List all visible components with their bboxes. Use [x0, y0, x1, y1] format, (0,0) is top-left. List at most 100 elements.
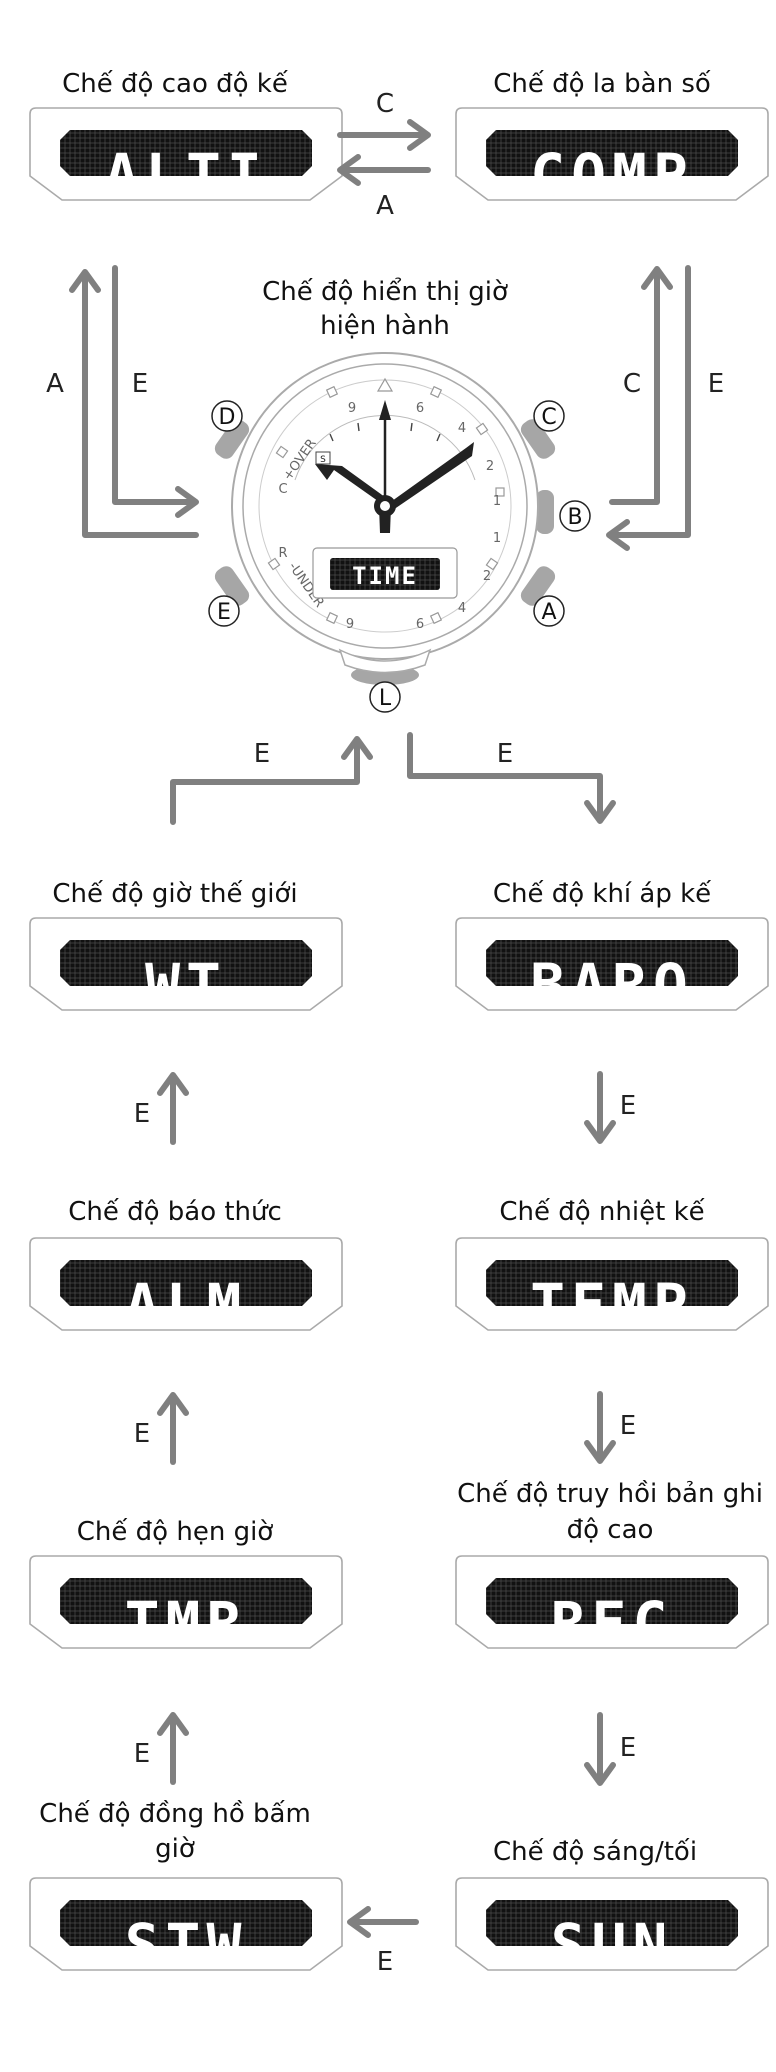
mode-temp-title: Chế độ nhiệt kế [499, 1197, 704, 1227]
mode-stw: Chế độ đồng hồ bấm giờ STW [29, 1799, 343, 1979]
label-comp-to-alti: A [376, 191, 394, 221]
arrow-alti-to-time [112, 265, 199, 518]
button-callout-d: D [211, 400, 243, 432]
arrow-sun-to-stw [347, 1906, 419, 1938]
label-wt-to-time: E [254, 739, 270, 769]
mode-alm-lcd: ALM [125, 1271, 248, 1339]
watch-lcd-text: TIME [352, 562, 418, 590]
mode-baro-title: Chế độ khí áp kế [493, 879, 711, 909]
dial-label-top-left: 9 [348, 401, 356, 416]
arrow-alm-to-wt [157, 1072, 189, 1145]
dial-indicator-label: S [320, 455, 326, 465]
label-comp-to-time: E [708, 369, 724, 399]
svg-text:E: E [217, 600, 231, 625]
arrow-comp-to-time [606, 265, 691, 551]
arrow-time-to-comp [609, 266, 673, 505]
dial-label-right-bottom: 1 [493, 531, 501, 546]
arrow-time-to-alti [69, 269, 199, 538]
mode-tmr-lcd: TMR [125, 1589, 248, 1657]
arrow-comp-to-alti [337, 154, 431, 186]
mode-rec-title-line2: độ cao [567, 1515, 654, 1545]
dial-label-bottom-left: 9 [346, 617, 354, 632]
button-callout-c: C [533, 400, 565, 432]
mode-temp-lcd: TEMP [530, 1271, 694, 1339]
mode-temp: Chế độ nhiệt kế TEMP [455, 1197, 769, 1339]
arrow-time-to-baro [407, 732, 616, 824]
dial-label-right-low: 2 [483, 569, 491, 584]
dial-label-c: C [278, 482, 287, 497]
svg-text:L: L [379, 686, 392, 711]
mode-wt-title: Chế độ giờ thế giới [52, 879, 297, 909]
watch-button-d [214, 419, 250, 459]
label-alti-to-comp: C [376, 89, 394, 119]
label-temp-to-rec: E [620, 1411, 636, 1441]
mode-alti-lcd: ALTI [104, 141, 268, 209]
button-callout-a: A [533, 595, 565, 627]
label-stw-to-tmr: E [134, 1739, 150, 1769]
svg-text:A: A [541, 600, 556, 625]
dial-label-top-right: 4 [458, 421, 466, 436]
watch-illustration: 9 6 4 2 1 1 2 4 6 9 C R +OVER -UNDER TIM… [214, 352, 556, 685]
arrow-wt-to-time [170, 736, 373, 825]
button-callout-b: B [559, 500, 591, 532]
transition-labels: C A A E C E E E E E E E E E E [46, 89, 724, 1977]
mode-rec-lcd: REC [551, 1589, 674, 1657]
mode-time-title-line2: hiện hành [320, 311, 450, 341]
mode-wt: Chế độ giờ thế giới WT [29, 879, 343, 1019]
arrow-tmr-to-alm [157, 1392, 189, 1465]
svg-text:B: B [567, 505, 582, 530]
dial-label-top-center: 6 [416, 401, 424, 416]
label-alti-to-time: E [132, 369, 148, 399]
mode-rec: Chế độ truy hồi bản ghi độ cao REC [455, 1479, 769, 1657]
mode-alti-title: Chế độ cao độ kế [62, 69, 288, 99]
mode-comp: Chế độ la bàn số COMP [455, 69, 769, 209]
mode-alm: Chế độ báo thức ALM [29, 1197, 343, 1339]
dial-label-r: R [278, 546, 287, 561]
svg-text:D: D [219, 405, 236, 430]
label-alm-to-wt: E [134, 1099, 150, 1129]
watch-button-e [214, 566, 250, 606]
watch-button-c [520, 419, 556, 459]
mode-stw-lcd: STW [125, 1911, 248, 1979]
arrow-rec-to-sun [584, 1712, 616, 1786]
label-time-to-alti: A [46, 369, 64, 399]
mode-comp-title: Chế độ la bàn số [493, 69, 711, 99]
mode-sun: Chế độ sáng/tối SUN [455, 1837, 769, 1979]
label-time-to-baro: E [497, 739, 513, 769]
watch-button-a [520, 566, 556, 606]
button-callout-l: L [369, 681, 401, 713]
arrow-baro-to-temp [584, 1071, 616, 1144]
mode-time-title-line1: Chế độ hiển thị giờ [262, 276, 508, 307]
watch-button-b [536, 490, 554, 534]
mode-rec-title-line1: Chế độ truy hồi bản ghi [457, 1479, 763, 1509]
hour-hand [315, 464, 389, 506]
arrow-temp-to-rec [584, 1391, 616, 1464]
svg-text:C: C [541, 405, 556, 430]
arrow-stw-to-tmr [157, 1712, 189, 1785]
mode-stw-title-line1: Chế độ đồng hồ bấm [39, 1799, 311, 1829]
label-sun-to-stw: E [377, 1947, 393, 1977]
mode-sun-title: Chế độ sáng/tối [493, 1837, 697, 1867]
mode-tmr-title: Chế độ hẹn giờ [77, 1517, 274, 1547]
mode-wt-lcd: WT [145, 951, 227, 1019]
minute-hand [385, 442, 474, 512]
mode-tmr: Chế độ hẹn giờ TMR [29, 1517, 343, 1657]
mode-alti: Chế độ cao độ kế ALTI [29, 69, 343, 209]
button-callouts: D C B A E L [208, 400, 591, 713]
mode-stw-title-line2: giờ [155, 1834, 195, 1864]
label-tmr-to-alm: E [134, 1419, 150, 1449]
dial-label-right-top: 2 [486, 459, 494, 474]
label-rec-to-sun: E [620, 1733, 636, 1763]
mode-alm-title: Chế độ báo thức [68, 1197, 282, 1227]
dial-label-bottom-right: 4 [458, 601, 466, 616]
mode-comp-lcd: COMP [530, 141, 694, 209]
mode-current-time: Chế độ hiển thị giờ hiện hành [208, 276, 591, 713]
dial-label-bottom-center: 6 [416, 617, 424, 632]
button-callout-e: E [208, 595, 240, 627]
mode-baro-lcd: BARO [530, 951, 694, 1019]
label-baro-to-temp: E [620, 1091, 636, 1121]
mode-sun-lcd: SUN [551, 1911, 674, 1979]
dial-label-right-mid: 1 [493, 494, 501, 509]
north-triangle-icon [376, 377, 394, 392]
